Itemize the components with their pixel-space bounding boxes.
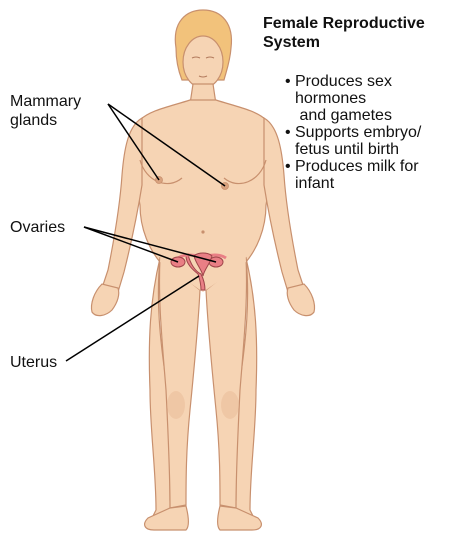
left-foot xyxy=(145,506,189,530)
mammary-label-line-1: Mammary xyxy=(10,92,110,111)
function-item-line: Produces milk for xyxy=(295,158,476,175)
function-item-line: infant xyxy=(295,175,476,192)
right-foot xyxy=(218,506,262,530)
panel-title: Female Reproductive System xyxy=(263,14,476,52)
navel xyxy=(201,230,204,233)
right-hand xyxy=(287,284,314,316)
function-item-line: Supports embryo/ xyxy=(295,124,476,141)
left-arm xyxy=(102,118,142,292)
function-item-line: and gametes xyxy=(295,107,476,124)
function-item-line: Produces sex xyxy=(295,73,476,90)
uterus-label: Uterus xyxy=(10,353,57,372)
left-hand xyxy=(91,284,118,316)
function-item: Produces milk for infant xyxy=(285,158,476,192)
knee-shading xyxy=(167,391,239,419)
function-item: Produces sex hormones and gametes xyxy=(285,73,476,124)
ovaries-label: Ovaries xyxy=(10,218,65,237)
mammary-glands-label: Mammary glands xyxy=(10,92,110,130)
function-item-line: fetus until birth xyxy=(295,141,476,158)
function-item: Supports embryo/ fetus until birth xyxy=(285,124,476,158)
function-item-line: hormones xyxy=(295,90,476,107)
mammary-label-line-2: glands xyxy=(10,111,110,130)
panel-title-line-2: System xyxy=(263,33,476,52)
head xyxy=(183,36,223,88)
function-list: Produces sex hormones and gametes Suppor… xyxy=(263,73,476,192)
panel-title-line-1: Female Reproductive xyxy=(263,14,476,33)
info-panel: Female Reproductive System Produces sex … xyxy=(263,14,476,192)
